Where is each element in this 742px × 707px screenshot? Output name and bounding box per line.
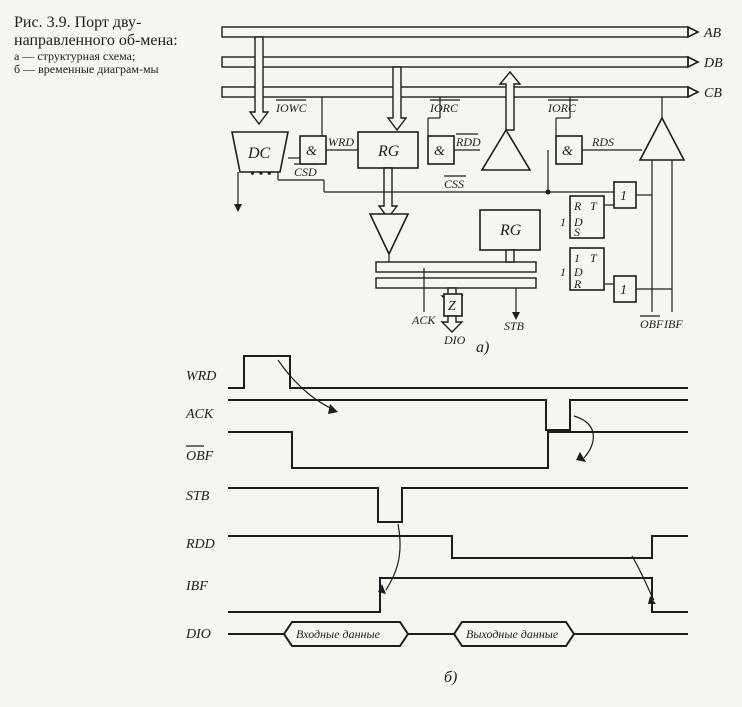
db-to-rg-arrow — [386, 66, 408, 132]
signal-css: CSS — [444, 177, 464, 191]
or-gate-obf-label: 1 — [620, 189, 627, 204]
svg-text:R: R — [573, 199, 582, 213]
buffer-to-db — [480, 128, 532, 171]
internal-bus-out — [375, 261, 537, 273]
wave-obf — [228, 431, 688, 469]
svg-text:D: D — [573, 265, 583, 279]
causal-arrow-wrd-obf — [277, 359, 335, 411]
signal-iorc: IORC — [429, 101, 459, 115]
bus-label-db: DB — [703, 56, 723, 71]
wave-ack — [228, 399, 688, 431]
and-gate-rdd — [427, 135, 455, 165]
status-buffer — [638, 116, 686, 161]
svg-text:1: 1 — [574, 251, 580, 265]
wave-stb — [228, 487, 688, 523]
caption-part-b: б — временные диаграм-мы — [14, 62, 159, 76]
schematic: AB DB CB IOWC IORC IORC DC • • • CSD — [221, 25, 723, 356]
dio-input-label: Входные данные — [296, 627, 381, 641]
signal-iorc-2: IORC — [547, 101, 577, 115]
timing-diagram: WRD ACK OBF STB RDD IBF DIO Входные данн… — [185, 355, 688, 686]
rg-to-db-arrow — [498, 70, 522, 131]
timing-label-wrd: WRD — [186, 369, 216, 384]
causal-arrow-ack-obf — [573, 415, 594, 459]
part-label-a: а) — [476, 339, 489, 356]
svg-text:1: 1 — [560, 265, 566, 279]
signal-csd: CSD — [294, 165, 317, 179]
buffer-out — [368, 213, 410, 256]
signal-ack: ACK — [411, 313, 436, 327]
decoder-block — [231, 131, 289, 173]
svg-text:D: D — [573, 215, 583, 229]
and-gate-wrd-label: & — [306, 144, 317, 159]
timing-label-obf: OBF — [186, 449, 214, 464]
ab-to-dc-arrow — [248, 36, 270, 126]
wave-wrd — [228, 355, 688, 389]
rg-to-buffer-arrow — [377, 167, 399, 220]
trigger-ibf — [569, 247, 605, 291]
svg-text:1: 1 — [560, 215, 566, 229]
decoder-label: DC — [247, 145, 271, 162]
z-arrow-bottom — [440, 315, 464, 333]
control-bus-arrow — [687, 85, 700, 99]
z-label: Z — [448, 299, 456, 314]
signal-rdd: RDD — [455, 135, 481, 149]
decoder-output-arrow — [234, 204, 242, 212]
bus-label-cb: CB — [704, 86, 722, 101]
address-bus-arrow — [687, 25, 700, 39]
signal-rds: RDS — [591, 135, 614, 149]
internal-bus-in — [375, 277, 537, 289]
causal-arrow-stb-ibf — [385, 523, 401, 591]
and-gate-rds-label: & — [562, 144, 573, 159]
and-gate-rdd-label: & — [434, 144, 445, 159]
or-gate-ibf-label: 1 — [620, 283, 627, 298]
control-bus — [221, 86, 689, 98]
rg-input-label: RG — [499, 222, 522, 239]
svg-text:R: R — [573, 277, 582, 291]
signal-obf: OBF — [640, 317, 664, 331]
decoder-dots: • • • — [250, 167, 272, 182]
rg-input-register — [479, 209, 541, 251]
rg-output-label: RG — [377, 143, 400, 160]
svg-text:S: S — [574, 225, 580, 239]
data-bus — [221, 56, 689, 68]
signal-ibf: IBF — [663, 317, 683, 331]
timing-label-rdd: RDD — [185, 537, 215, 552]
address-bus — [221, 26, 689, 38]
caption-title: Рис. 3.9. Порт дву-направленного об-мена… — [14, 14, 178, 49]
signal-dio: DIO — [443, 333, 466, 347]
data-bus-arrow — [687, 55, 700, 69]
timing-label-dio: DIO — [185, 627, 211, 642]
signal-iowc: IOWC — [275, 101, 308, 115]
signal-stb: STB — [504, 319, 525, 333]
svg-text:T: T — [590, 199, 598, 213]
svg-text:T: T — [590, 251, 598, 265]
timing-label-stb: STB — [186, 489, 210, 504]
timing-label-ibf: IBF — [185, 579, 208, 594]
causal-arrow-rdd-ibf — [631, 555, 655, 601]
signal-wrd: WRD — [328, 135, 354, 149]
part-label-b: б) — [444, 669, 457, 686]
wave-rdd — [228, 535, 688, 559]
figure-caption: Рис. 3.9. Порт дву-направленного об-мена… — [14, 14, 214, 76]
dio-output-label: Выходные данные — [466, 627, 559, 641]
wave-ibf — [228, 577, 688, 613]
bus-label-ab: AB — [703, 26, 722, 41]
timing-label-ack: ACK — [185, 407, 214, 422]
caption-part-a: а — структурная схема; — [14, 49, 136, 63]
trigger-obf — [569, 195, 605, 239]
